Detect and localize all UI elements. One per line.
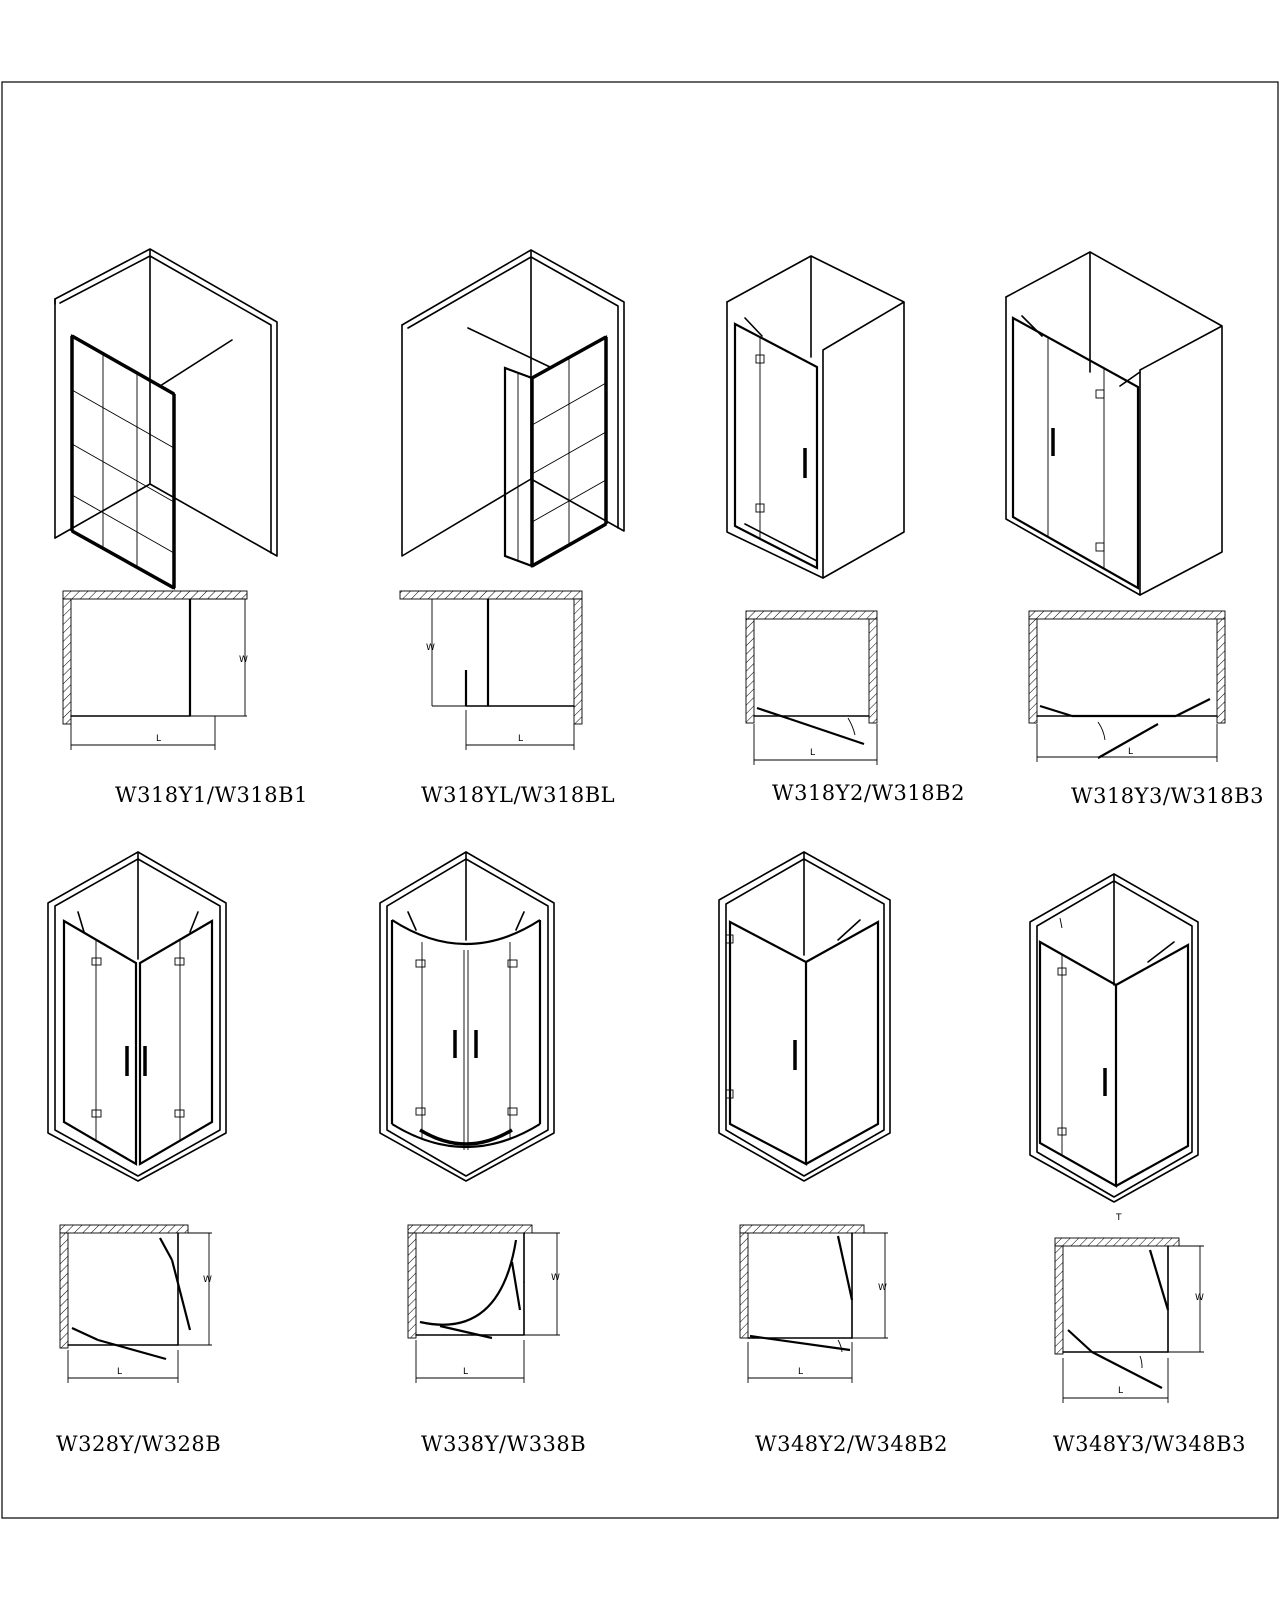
sheet-border (1, 81, 1279, 1519)
model-label-2: W318YL/W318BL (421, 783, 615, 807)
enclosure-w348y2-3d (718, 851, 891, 1182)
enclosure-w318y3-3d (1005, 251, 1223, 596)
dim-l-6: L (463, 1367, 468, 1377)
model-label-4: W318Y3/W318B3 (1071, 784, 1264, 808)
dim-mark-8: T (1115, 1213, 1122, 1223)
model-label-7: W348Y2/W348B2 (755, 1432, 948, 1456)
enclosure-w318yl-plan (399, 590, 583, 750)
dim-l-8: L (1118, 1386, 1123, 1396)
dim-w-7: W (878, 1283, 887, 1293)
enclosure-w318y3-plan (1028, 610, 1226, 762)
model-label-1: W318Y1/W318B1 (115, 783, 308, 807)
dim-l-4: L (1128, 747, 1133, 757)
dim-w-6: W (551, 1273, 560, 1283)
model-label-8: W348Y3/W348B3 (1053, 1432, 1246, 1456)
model-label-5: W328Y/W328B (56, 1432, 221, 1456)
dim-w-5: W (203, 1275, 212, 1285)
enclosure-w348y2-plan (739, 1224, 888, 1383)
dim-l-2: L (518, 734, 523, 744)
enclosure-w318y1-3d (54, 248, 278, 590)
dim-l-7: L (798, 1367, 803, 1377)
model-label-6: W338Y/W338B (421, 1432, 586, 1456)
dim-l-3: L (810, 748, 815, 758)
enclosure-w348y3-plan (1054, 1237, 1204, 1403)
enclosure-w328y-3d (47, 851, 227, 1182)
enclosure-w318yl-3d (401, 249, 625, 568)
dim-l-1: L (156, 734, 161, 744)
enclosure-w328y-plan (59, 1224, 212, 1383)
enclosure-w338y-3d (379, 851, 555, 1182)
dim-w-2: W (426, 643, 435, 653)
enclosure-w318y2-3d (726, 255, 905, 579)
enclosure-w318y2-plan (745, 610, 878, 765)
enclosure-w348y3-3d (1029, 873, 1199, 1203)
model-label-3: W318Y2/W318B2 (772, 781, 965, 805)
dim-l-5: L (117, 1367, 122, 1377)
dim-w-8: W (1195, 1293, 1204, 1303)
enclosure-w338y-plan (407, 1224, 560, 1383)
dim-w-1: W (239, 655, 248, 665)
enclosure-w318y1-plan (62, 590, 248, 750)
